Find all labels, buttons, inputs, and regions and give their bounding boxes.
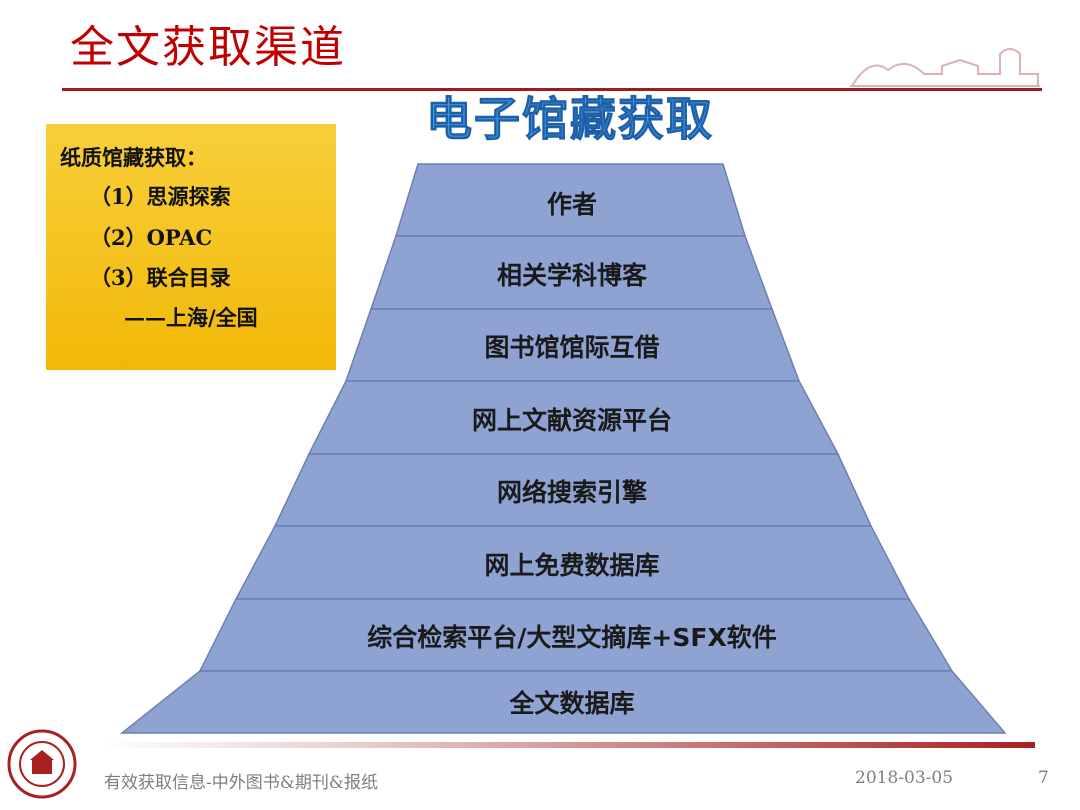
paper-item-union-catalog: （3）联合目录 bbox=[90, 264, 231, 290]
pyramid-level-free-database: 网上免费数据库 bbox=[484, 551, 659, 580]
pyramid-level-fulltext-database: 全文数据库 bbox=[508, 689, 634, 718]
paper-item-shanghai-national: ——上海/全国 bbox=[124, 305, 258, 331]
pyramid-level-ill: 图书馆馆际互借 bbox=[484, 333, 659, 362]
footer-date: 2018-03-05 bbox=[855, 768, 954, 788]
pyramid-level-integrated-search: 综合检索平台/大型文摘库+SFX软件 bbox=[367, 623, 776, 652]
pyramid-title: 电子馆藏获取 bbox=[426, 91, 714, 146]
pyramid-level-search-engine: 网络搜索引擎 bbox=[497, 478, 647, 507]
page-number: 7 bbox=[1038, 768, 1049, 788]
paper-collection-box: 纸质馆藏获取： （1）思源探索 （2）OPAC （3）联合目录 ——上海/全国 bbox=[46, 124, 336, 370]
campus-building-icon bbox=[850, 48, 1040, 87]
university-seal-icon bbox=[7, 729, 77, 799]
pyramid-level-shape bbox=[119, 670, 1007, 734]
pyramid-level-blog: 相关学科博客 bbox=[497, 261, 647, 290]
paper-collection-heading: 纸质馆藏获取： bbox=[60, 145, 207, 170]
pyramid-level-online-platform: 网上文献资源平台 bbox=[472, 406, 672, 435]
page-title: 全文获取渠道 bbox=[70, 22, 346, 73]
pyramid-level-author: 作者 bbox=[547, 190, 597, 219]
title-underline bbox=[62, 88, 1042, 91]
footer-divider bbox=[100, 742, 1035, 748]
paper-item-siyuan: （1）思源探索 bbox=[90, 184, 231, 210]
paper-item-opac: （2）OPAC bbox=[90, 224, 213, 250]
footer-caption: 有效获取信息-中外图书&期刊&报纸 bbox=[104, 773, 379, 793]
